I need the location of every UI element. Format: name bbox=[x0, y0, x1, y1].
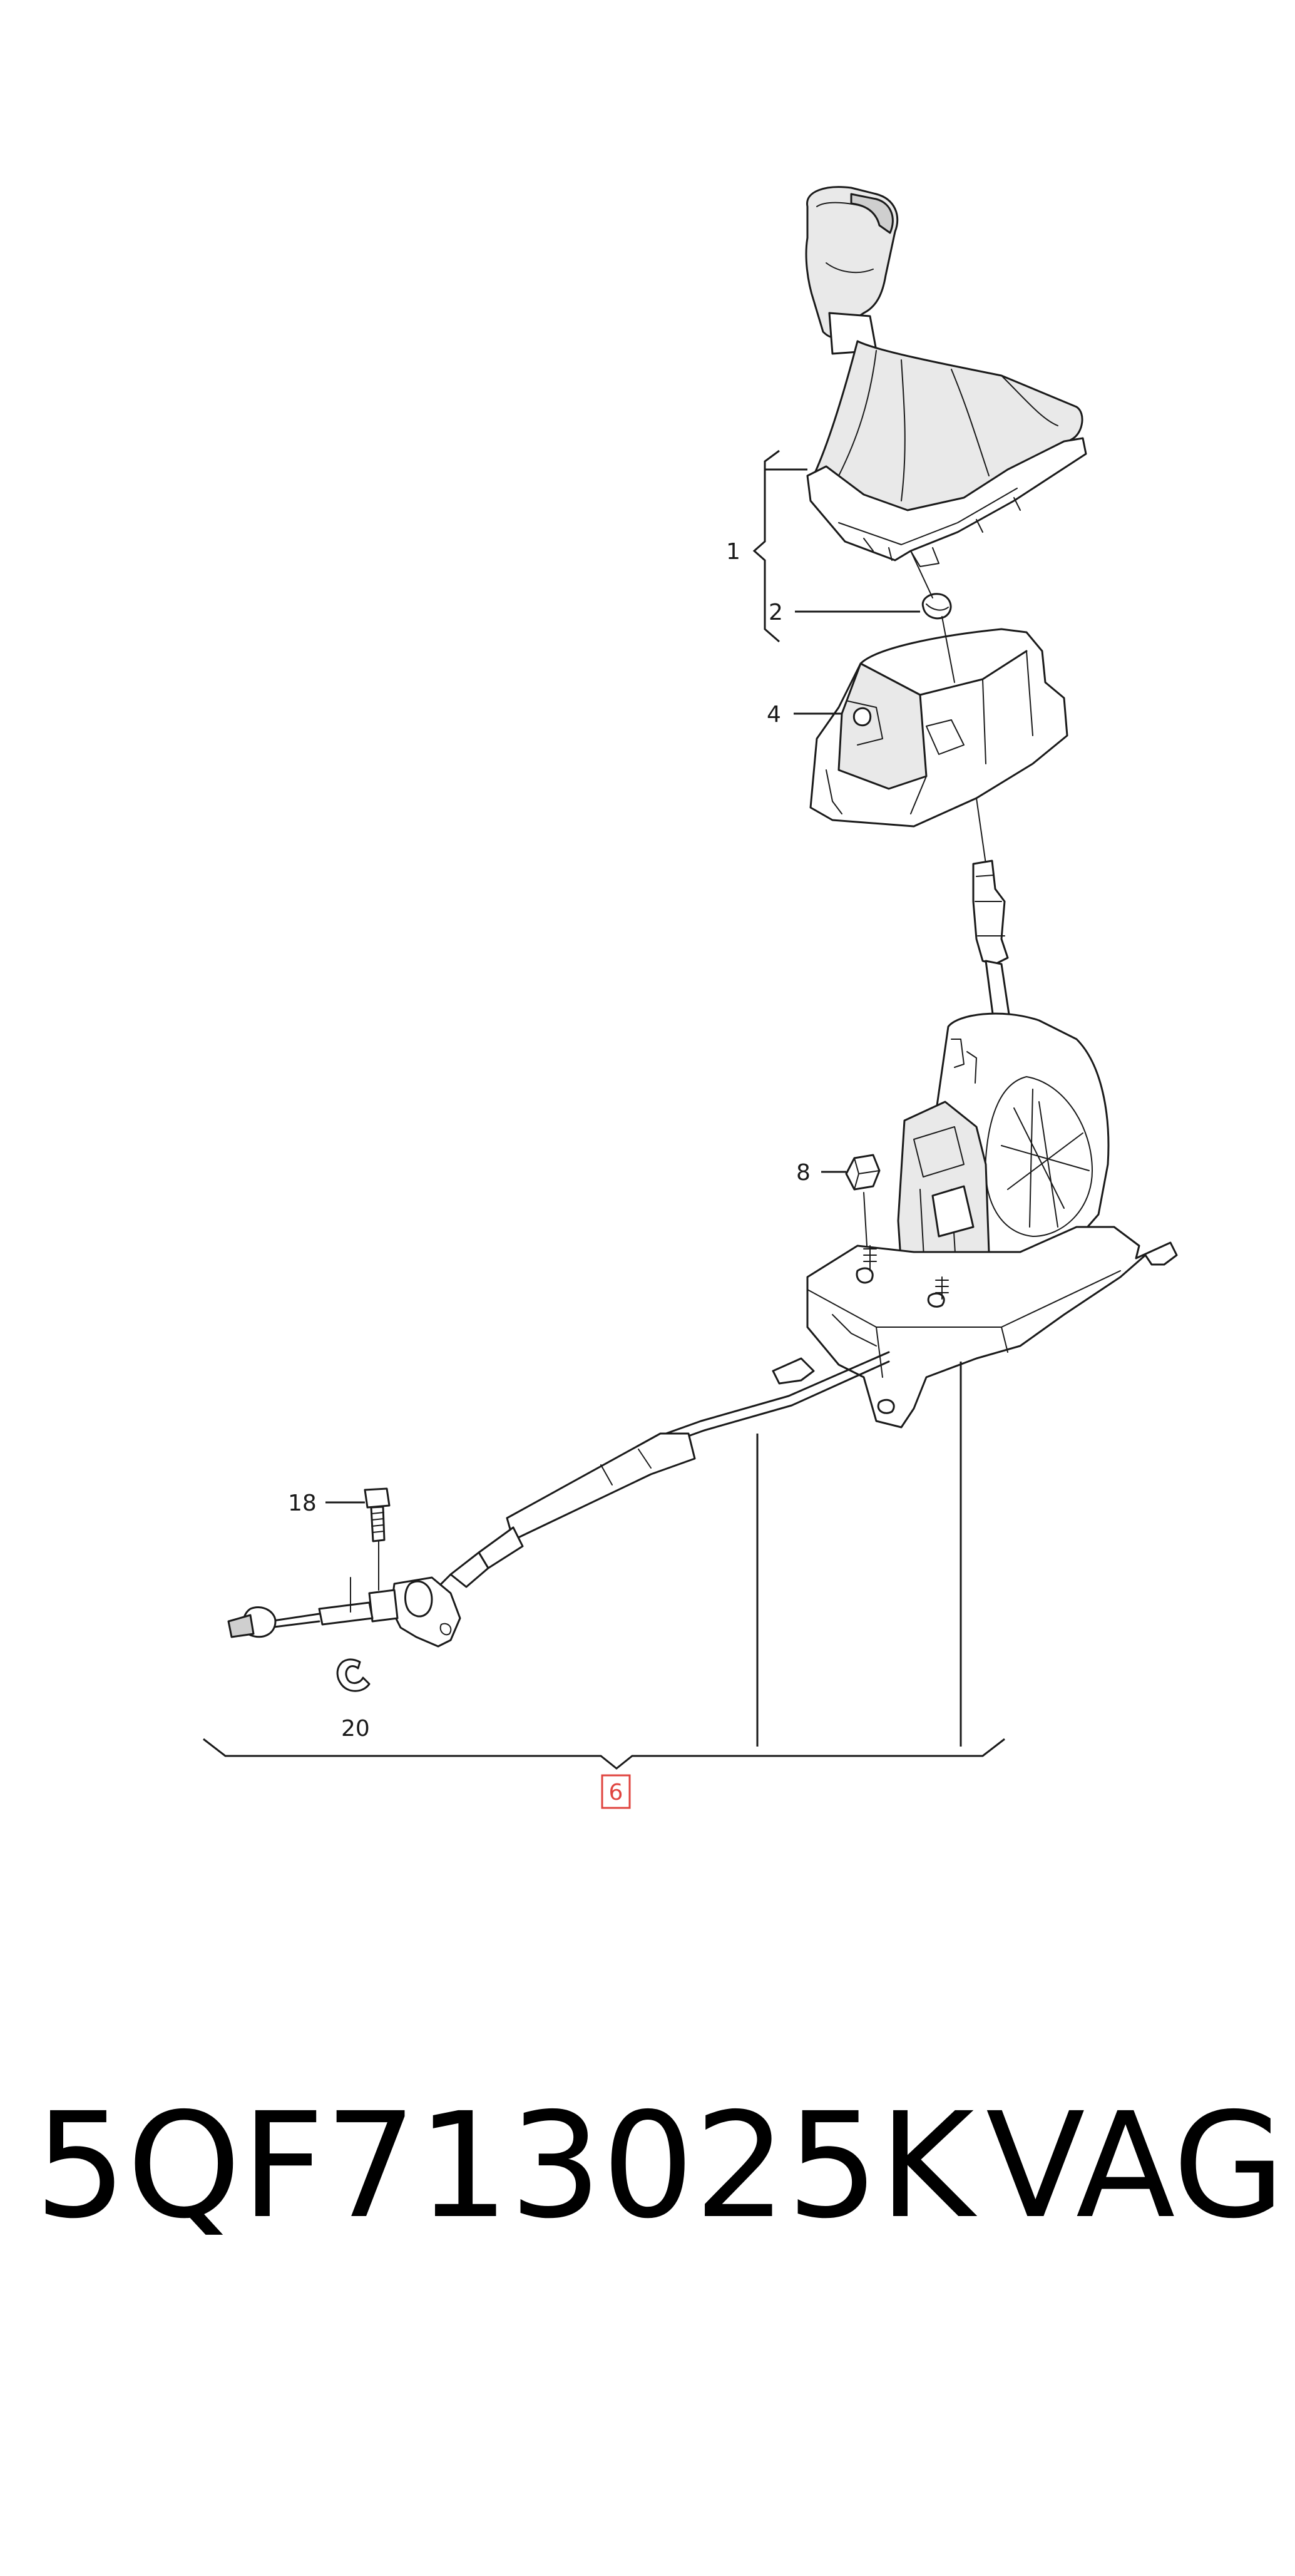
callout-4: 4 bbox=[767, 702, 842, 727]
footer: 5QF713025K VAG bbox=[34, 2081, 1285, 2250]
gear-knob-boot[interactable] bbox=[805, 186, 1087, 567]
callout-label-20: 20 bbox=[341, 1716, 370, 1742]
highlight-box-6 bbox=[601, 1774, 631, 1809]
callout-label-6: 6 bbox=[609, 1780, 623, 1805]
callout-label-8: 8 bbox=[796, 1160, 811, 1186]
callout-label-4: 4 bbox=[767, 702, 781, 727]
dash-axis-2 bbox=[941, 616, 955, 683]
callout-label-18: 18 bbox=[288, 1491, 317, 1516]
callout-1: 1 bbox=[726, 449, 807, 643]
parts-diagram: 1 2 4 8 18 20 6 bbox=[203, 186, 1178, 1809]
part-number: 5QF713025K bbox=[34, 2081, 975, 2250]
callout-6: 6 bbox=[203, 1362, 1005, 1809]
callout-8: 8 bbox=[796, 1160, 846, 1186]
callout-18: 18 bbox=[288, 1491, 365, 1516]
brand-label: VAG bbox=[986, 2081, 1286, 2250]
callout-label-1: 1 bbox=[726, 539, 740, 565]
bolt-part-18[interactable] bbox=[364, 1487, 391, 1542]
callout-2: 2 bbox=[769, 600, 920, 625]
dash-axis-4 bbox=[863, 1192, 868, 1246]
clip-part-2[interactable] bbox=[921, 593, 952, 620]
callout-label-2: 2 bbox=[769, 600, 783, 625]
callout-20: 20 bbox=[341, 1716, 370, 1742]
nut-part-8[interactable] bbox=[845, 1154, 881, 1191]
shift-cable[interactable] bbox=[227, 1351, 890, 1648]
cover-housing[interactable] bbox=[809, 628, 1068, 828]
shift-mechanism[interactable] bbox=[772, 860, 1178, 1429]
dash-axis-3 bbox=[976, 798, 986, 865]
circlip-part-20[interactable] bbox=[336, 1658, 371, 1692]
dash-axis-1 bbox=[910, 550, 933, 598]
